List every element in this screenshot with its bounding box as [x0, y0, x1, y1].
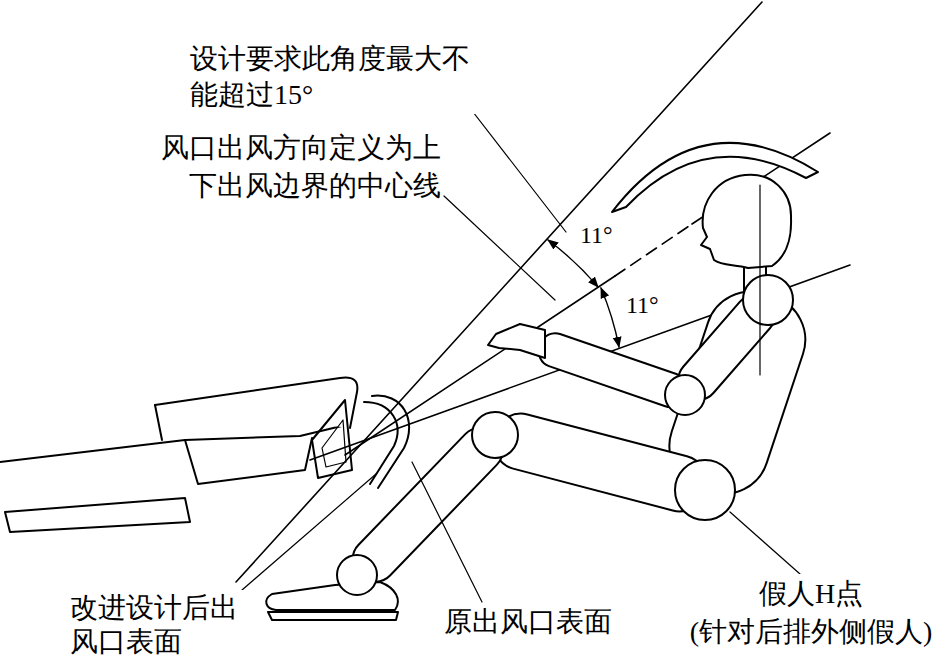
- improved-outlet: [372, 396, 409, 488]
- dashboard-line: [0, 424, 350, 462]
- leader-line: [242, 474, 376, 590]
- dashboard-lower: [185, 438, 312, 484]
- improved-outlet-inner: [364, 402, 397, 484]
- part-label: 原出风口表面: [442, 604, 614, 640]
- part-label: 假人H点 (针对后排外侧假人): [680, 574, 942, 652]
- torso-reference-line: [759, 185, 760, 375]
- leader-line: [412, 462, 482, 602]
- lower-shelf: [5, 498, 190, 532]
- outlet-grille: [322, 420, 346, 467]
- note-label: 设计要求此角度最大不 能超过15°: [188, 40, 493, 114]
- leader-line: [444, 196, 555, 300]
- leader-line: [730, 512, 800, 574]
- angle-label: 11°: [578, 220, 615, 250]
- angle-arc: [601, 288, 619, 347]
- center-line-dashed: [615, 224, 692, 276]
- dashboard-edge: [155, 405, 162, 440]
- note-label: 风口出风方向定义为上 下出风边界的中心线: [138, 128, 443, 206]
- original-outlet: [312, 400, 352, 478]
- angle-label: 11°: [624, 290, 661, 320]
- part-label: 改进设计后出 风口表面: [68, 590, 258, 660]
- mannequin: [266, 175, 817, 620]
